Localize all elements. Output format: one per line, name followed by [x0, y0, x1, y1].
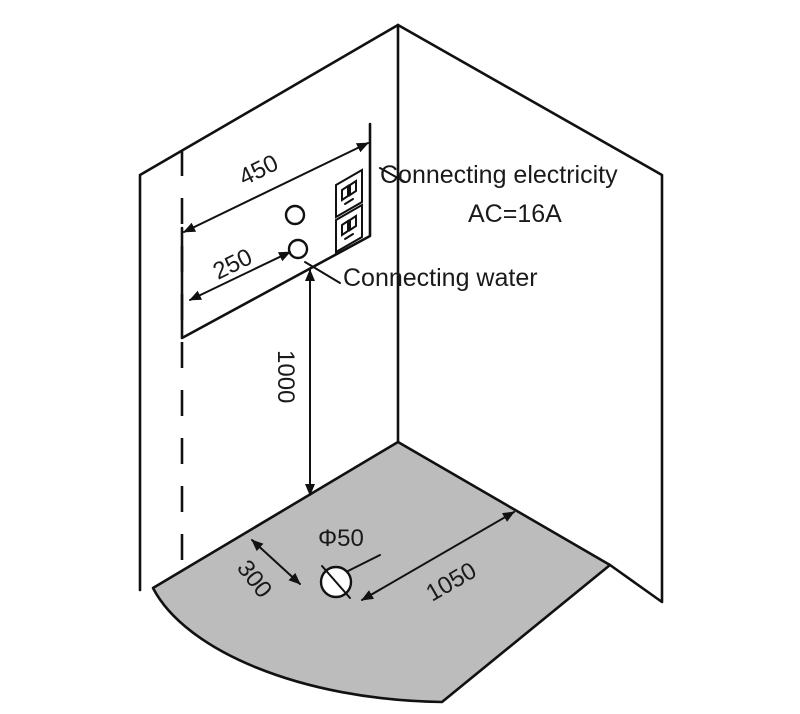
dimension-250-line	[189, 251, 291, 301]
electricity-rating-label: AC=16A	[468, 200, 562, 228]
electricity-label: Connecting electricity	[380, 161, 618, 189]
dimension-300-line	[251, 539, 301, 585]
drain-diameter-label: Φ50	[318, 525, 364, 552]
dimension-1000-label: 1000	[272, 350, 299, 403]
dimension-1050-line	[361, 511, 515, 601]
dimension-250-label: 250	[209, 244, 257, 286]
water-leader-line	[304, 261, 341, 284]
dimension-450-label: 450	[235, 150, 283, 192]
water-inlet-upper	[284, 204, 306, 226]
water-inlet-lower	[287, 238, 309, 260]
dimension-450-line	[183, 142, 369, 233]
water-label: Connecting water	[343, 264, 538, 292]
shower-tray-floor	[151, 440, 612, 704]
right-wall	[396, 23, 664, 604]
floor-drain-icon	[319, 565, 353, 599]
electricity-leader-line	[379, 167, 406, 183]
